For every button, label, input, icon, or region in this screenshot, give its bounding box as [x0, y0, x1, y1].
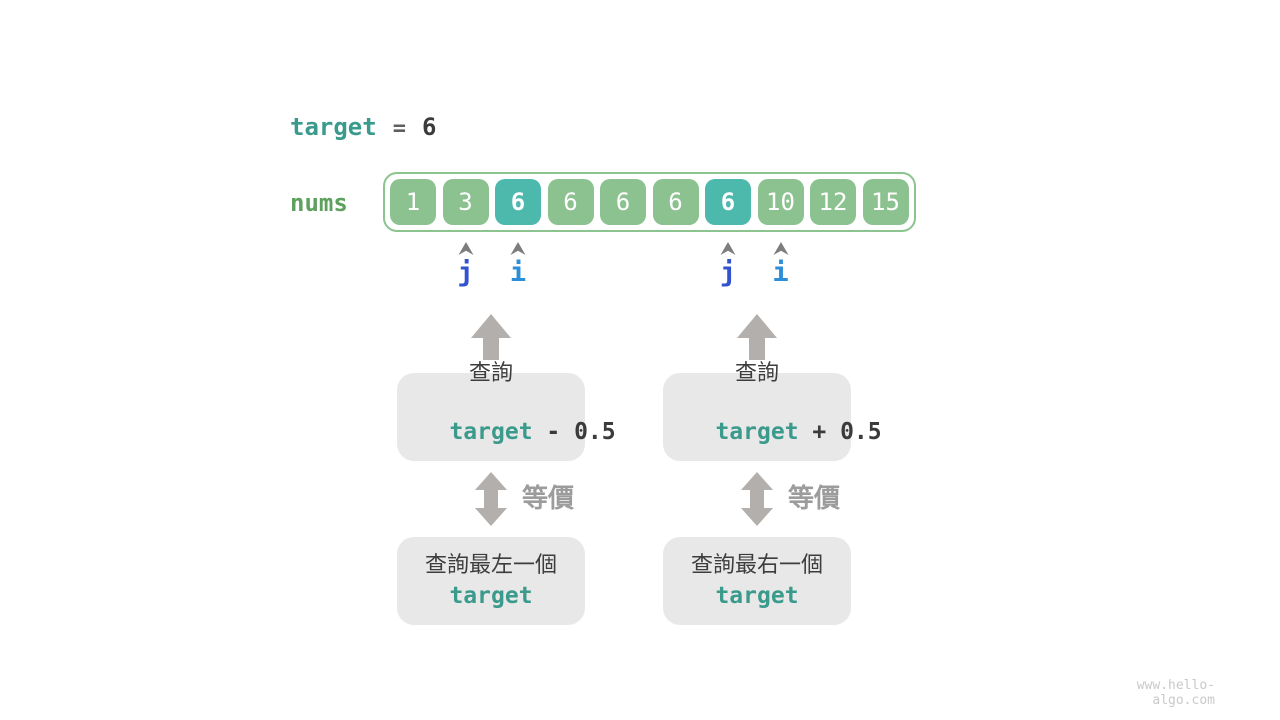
- result-right-box: 查詢最右一個 target: [663, 537, 851, 625]
- pointer-j: j: [451, 242, 481, 288]
- array-cell: 15: [862, 179, 909, 225]
- array-cell: 6: [600, 179, 646, 225]
- equiv-label-left: 等價: [522, 483, 575, 513]
- target-assignment: target = 6: [290, 113, 436, 143]
- array-cell: 12: [810, 179, 856, 225]
- array-cell: 1: [390, 179, 436, 225]
- query-left-expression: target - 0.5: [366, 390, 615, 474]
- double-arrow-icon: [741, 472, 773, 526]
- query-right-expression: target + 0.5: [632, 390, 881, 474]
- query-left-code: target: [449, 419, 533, 445]
- pointer-label: j: [719, 257, 737, 288]
- array-cell-highlighted: 6: [495, 179, 541, 225]
- watermark: www.hello-algo.com: [1136, 678, 1215, 708]
- equals-sign: =: [392, 116, 406, 141]
- result-left-box: 查詢最左一個 target: [397, 537, 585, 625]
- caret-up-icon: [510, 242, 526, 255]
- pointer-i: i: [766, 242, 796, 288]
- pointer-i: i: [503, 242, 533, 288]
- query-left-box: 查詢 target - 0.5: [397, 360, 616, 461]
- array-label: nums: [290, 189, 348, 217]
- query-right-box: 查詢 target + 0.5: [663, 360, 882, 461]
- equiv-label-right: 等價: [788, 483, 841, 513]
- target-value: 6: [421, 113, 437, 141]
- result-left-code: target: [449, 583, 533, 609]
- result-left-title: 查詢最左一個: [424, 552, 557, 577]
- array-cell: 3: [442, 179, 489, 225]
- query-left-op: - 0.5: [532, 419, 616, 445]
- pointer-label: j: [457, 257, 474, 288]
- pointer-label: i: [772, 257, 789, 288]
- pointer-j: j: [713, 242, 743, 288]
- query-left-title: 查詢: [468, 360, 513, 385]
- caret-up-icon: [458, 242, 473, 255]
- up-arrow-icon: [471, 314, 511, 360]
- result-right-code: target: [715, 583, 799, 609]
- array-cell-highlighted: 6: [705, 179, 751, 225]
- array-cell: 10: [757, 179, 804, 225]
- target-keyword: target: [290, 113, 377, 141]
- up-arrow-icon: [737, 314, 777, 360]
- array-cell: 6: [547, 179, 594, 225]
- query-right-title: 查詢: [734, 360, 779, 385]
- array-cell: 6: [652, 179, 699, 225]
- caret-up-icon: [773, 242, 788, 255]
- query-right-code: target: [715, 419, 799, 445]
- pointer-label: i: [509, 257, 527, 288]
- caret-up-icon: [720, 242, 736, 255]
- double-arrow-icon: [475, 472, 507, 526]
- query-right-op: + 0.5: [798, 419, 882, 445]
- result-right-title: 查詢最右一個: [690, 552, 823, 577]
